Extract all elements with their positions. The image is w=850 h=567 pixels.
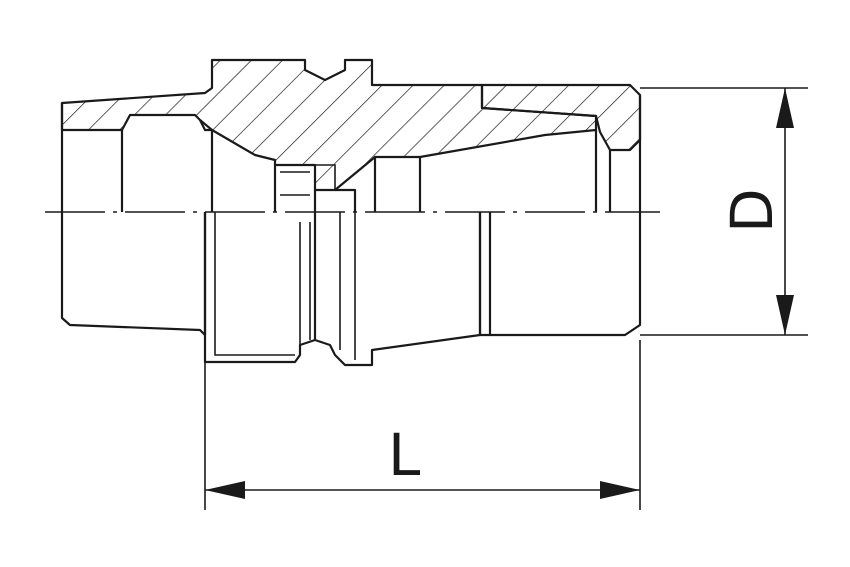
- taper-shank-section: [60, 58, 598, 192]
- outer-contour-upper: [60, 95, 642, 212]
- diameter-dimension: D: [640, 87, 808, 336]
- flange-outline: [203, 212, 482, 367]
- diameter-arrow-top: [776, 88, 794, 128]
- diameter-label: D: [718, 188, 786, 233]
- diameter-arrow-bottom: [776, 295, 794, 335]
- length-dimension: L: [204, 340, 641, 510]
- retention-groove: [280, 164, 336, 196]
- flange-inner-lines: [214, 212, 356, 360]
- length-label: L: [388, 421, 420, 489]
- length-arrow-right: [600, 481, 640, 499]
- lower-external-view: [60, 212, 642, 367]
- clamping-nut-section: [480, 83, 642, 152]
- nut-outline: [478, 212, 642, 337]
- taper-shank-outline: [60, 212, 207, 337]
- upper-section-view: [60, 58, 642, 212]
- length-arrow-left: [205, 481, 245, 499]
- inner-bore: [120, 119, 612, 212]
